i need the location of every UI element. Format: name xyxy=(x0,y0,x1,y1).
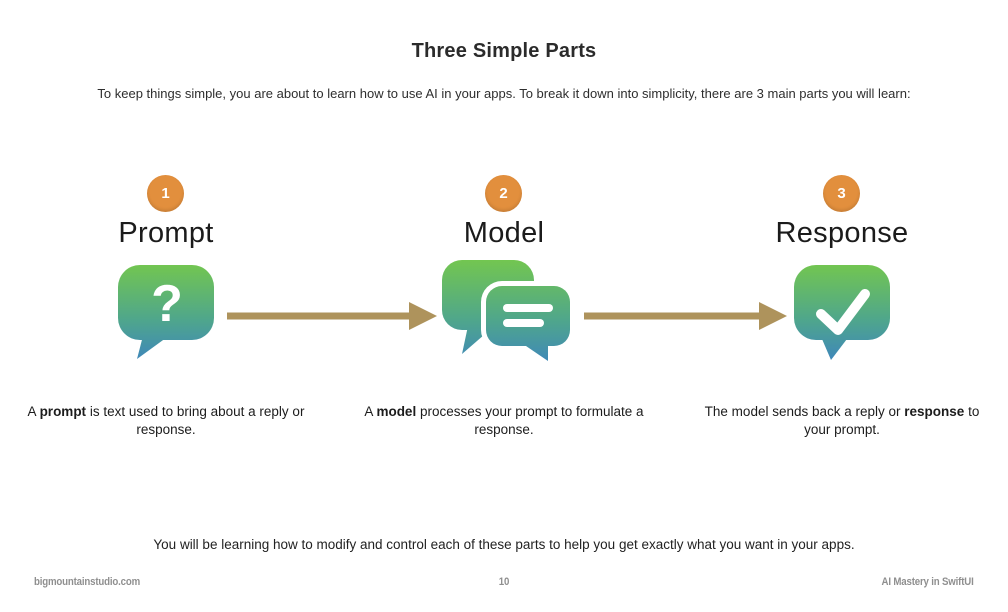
step-badge-1: 1 xyxy=(147,175,184,212)
part-label-response: Response xyxy=(775,217,909,249)
svg-text:?: ? xyxy=(151,275,183,333)
description-text: A xyxy=(27,404,40,419)
step-number: 3 xyxy=(837,185,846,202)
description-bold: prompt xyxy=(39,404,87,419)
description-bold: response xyxy=(904,404,965,419)
part-description-prompt: A prompt is text used to bring about a r… xyxy=(26,403,306,439)
footer-book-title: AI Mastery in SwiftUI xyxy=(881,576,974,588)
footer-page-number: 10 xyxy=(498,576,510,588)
arrow-model-to-response-icon xyxy=(584,298,787,339)
description-text: The model sends back a reply or xyxy=(704,404,905,419)
closing-text: You will be learning how to modify and c… xyxy=(153,537,855,552)
part-label-model: Model xyxy=(463,217,545,249)
part-description-response: The model sends back a reply or response… xyxy=(702,403,982,439)
arrow-prompt-to-model-icon xyxy=(227,298,437,339)
description-text: to your prompt. xyxy=(804,404,980,437)
description-text: is text used to bring about a reply or r… xyxy=(86,404,305,437)
question-bubble-icon: ? xyxy=(116,262,216,367)
description-bold: model xyxy=(376,404,417,419)
part-label-prompt: Prompt xyxy=(118,217,214,249)
description-text: A xyxy=(364,404,377,419)
intro-text: To keep things simple, you are about to … xyxy=(97,86,911,101)
chat-bubbles-icon xyxy=(440,258,576,371)
step-badge-2: 2 xyxy=(485,175,522,212)
step-number: 2 xyxy=(499,185,508,202)
part-description-model: A model processes your prompt to formula… xyxy=(364,403,644,439)
step-badge-3: 3 xyxy=(823,175,860,212)
footer-website: bigmountainstudio.com xyxy=(34,576,141,588)
check-bubble-icon xyxy=(792,262,892,367)
slide-title: Three Simple Parts xyxy=(411,40,597,62)
step-number: 1 xyxy=(161,185,170,202)
description-text: processes your prompt to formulate a res… xyxy=(416,404,644,437)
